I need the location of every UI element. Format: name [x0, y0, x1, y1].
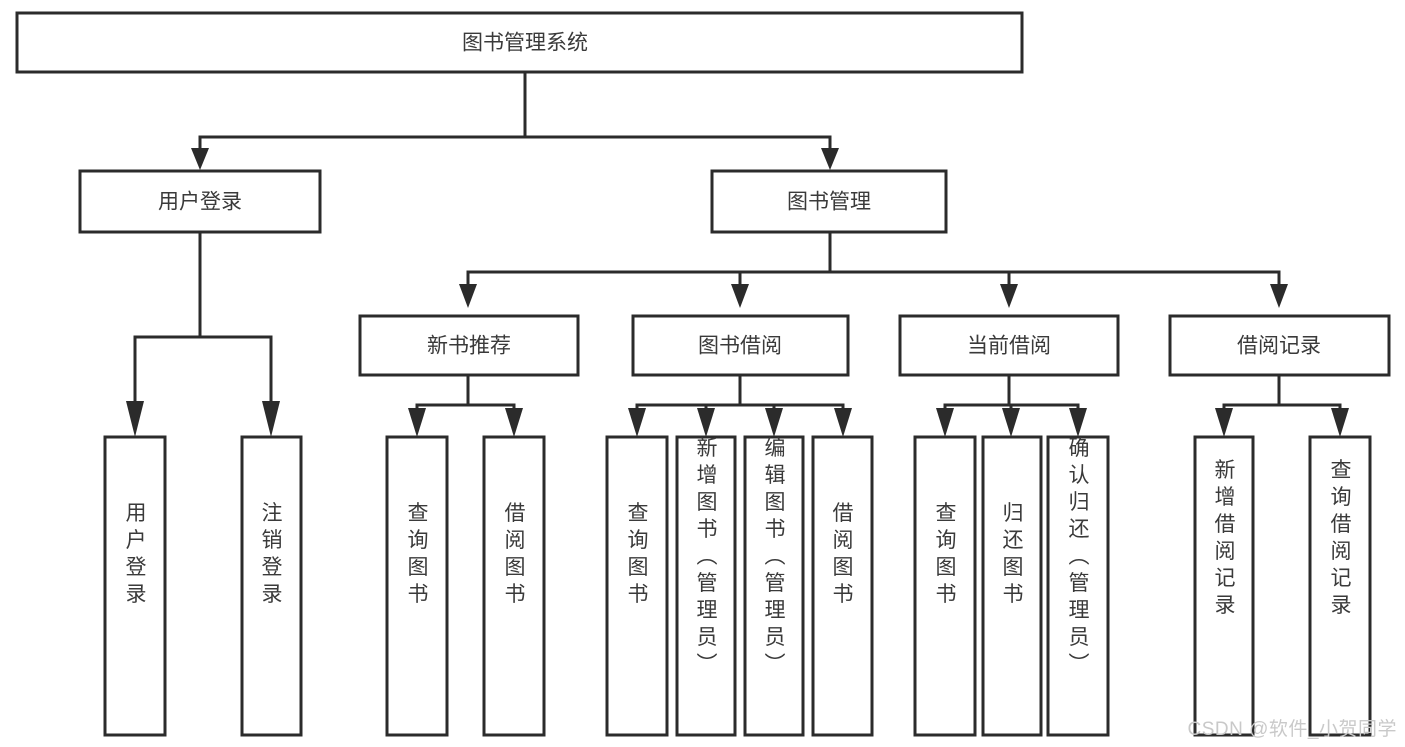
arrow-to-leaf-borrow-2-icon — [834, 408, 852, 437]
node-leaf-return-book[interactable]: 归还图书 — [981, 435, 1043, 737]
arrow-to-leaf-confirm-return-icon — [1069, 408, 1087, 437]
node-leaf-query-book-2-box[interactable] — [605, 435, 669, 737]
arrow-to-leaf-add-book-icon — [697, 408, 715, 437]
node-leaf-borrow-book-2-label: 借阅图书 — [833, 502, 854, 606]
arrow-to-leaf-borrow-1-icon — [505, 408, 523, 437]
node-root[interactable]: 图书管理系统 — [15, 11, 1024, 74]
edges-newbook-to-leaves — [408, 373, 523, 437]
node-book-management-box[interactable] — [710, 169, 948, 234]
arrow-to-leaf-edit-book-icon — [765, 408, 783, 437]
node-leaf-add-borrow-record-box[interactable] — [1193, 435, 1255, 737]
arrow-to-leaf-add-record-icon — [1215, 408, 1233, 437]
node-leaf-query-book-3-label: 查询图书 — [936, 502, 957, 606]
node-root-box[interactable] — [15, 11, 1024, 74]
node-leaf-borrow-book-2-box[interactable] — [811, 435, 874, 737]
node-leaf-add-book[interactable]: 新增图书︵管理员︶ — [675, 435, 737, 737]
arrow-to-user-login-icon — [191, 148, 209, 170]
edges-borrowrecord-to-leaves — [1215, 373, 1349, 437]
node-leaf-user-login-label: 用户登录 — [126, 502, 147, 606]
node-leaf-query-book-2-label: 查询图书 — [628, 502, 649, 606]
arrow-to-book-management-icon — [821, 148, 839, 170]
arrow-to-leaf-query-record-icon — [1331, 408, 1349, 437]
node-book-borrow-box[interactable] — [631, 314, 850, 377]
node-borrow-record[interactable]: 借阅记录 — [1168, 314, 1391, 377]
arrow-to-leaf-query-3-icon — [936, 408, 954, 437]
node-root-label: 图书管理系统 — [462, 32, 588, 55]
arrow-to-leaf-logout-icon — [262, 401, 280, 437]
node-new-book-recommend-label: 新书推荐 — [427, 335, 511, 358]
node-borrow-record-box[interactable] — [1168, 314, 1391, 377]
node-leaf-query-book-1-box[interactable] — [385, 435, 449, 737]
node-leaf-confirm-return-label: 确认归还︵管理员︶ — [1069, 437, 1090, 676]
node-leaf-borrow-book-2[interactable]: 借阅图书 — [811, 435, 874, 737]
node-user-login-label: 用户登录 — [158, 191, 242, 214]
arrow-to-leaf-query-2-icon — [628, 408, 646, 437]
node-current-borrow[interactable]: 当前借阅 — [898, 314, 1120, 377]
edges-bookborrow-to-leaves — [628, 373, 852, 437]
arrow-to-borrow-record-icon — [1270, 284, 1288, 308]
node-leaf-confirm-return-box[interactable] — [1046, 435, 1110, 737]
arrow-to-book-borrow-icon — [731, 284, 749, 308]
arrow-to-leaf-query-1-icon — [408, 408, 426, 437]
edges-bookmgmt-to-level2 — [459, 230, 1288, 308]
node-leaf-query-book-3-box[interactable] — [913, 435, 977, 737]
node-leaf-borrow-book-1-label: 借阅图书 — [505, 502, 526, 606]
edges-userlogin-to-leaves — [126, 230, 280, 437]
node-new-book-recommend[interactable]: 新书推荐 — [358, 314, 580, 377]
node-new-book-recommend-box[interactable] — [358, 314, 580, 377]
arrow-to-leaf-user-login-icon — [126, 401, 144, 437]
node-leaf-confirm-return[interactable]: 确认归还︵管理员︶ — [1046, 435, 1110, 737]
node-leaf-user-login-box[interactable] — [103, 435, 167, 737]
node-user-login-box[interactable] — [78, 169, 322, 234]
arrow-to-current-borrow-icon — [1000, 284, 1018, 308]
edges-currentborrow-to-leaves — [936, 373, 1087, 437]
node-leaf-edit-book-box[interactable] — [743, 435, 805, 737]
node-leaf-query-book-2[interactable]: 查询图书 — [605, 435, 669, 737]
node-leaf-query-book-1[interactable]: 查询图书 — [385, 435, 449, 737]
node-leaf-logout-login-box[interactable] — [240, 435, 303, 737]
node-book-borrow[interactable]: 图书借阅 — [631, 314, 850, 377]
node-leaf-edit-book-label: 编辑图书︵管理员︶ — [765, 437, 786, 676]
node-leaf-logout-login[interactable]: 注销登录 — [240, 435, 303, 737]
node-leaf-add-book-box[interactable] — [675, 435, 737, 737]
node-leaf-borrow-book-1[interactable]: 借阅图书 — [482, 435, 546, 737]
node-leaf-edit-book[interactable]: 编辑图书︵管理员︶ — [743, 435, 805, 737]
edges-root-to-level1 — [191, 70, 839, 170]
node-borrow-record-label: 借阅记录 — [1237, 335, 1321, 358]
node-leaf-return-book-label: 归还图书 — [1003, 502, 1024, 606]
node-leaf-add-book-label: 新增图书︵管理员︶ — [697, 437, 718, 676]
node-book-management-label: 图书管理 — [787, 191, 871, 214]
node-user-login[interactable]: 用户登录 — [78, 169, 322, 234]
node-leaf-add-borrow-record[interactable]: 新增借阅记录 — [1193, 435, 1255, 737]
node-leaf-user-login[interactable]: 用户登录 — [103, 435, 167, 737]
node-leaf-query-borrow-record-label: 查询借阅记录 — [1331, 459, 1352, 617]
node-leaf-query-book-1-label: 查询图书 — [408, 502, 429, 606]
arrow-to-new-book-icon — [459, 284, 477, 308]
node-leaf-logout-login-label: 注销登录 — [262, 502, 283, 606]
node-leaf-return-book-box[interactable] — [981, 435, 1043, 737]
node-leaf-add-borrow-record-label: 新增借阅记录 — [1215, 459, 1236, 617]
node-leaf-borrow-book-1-box[interactable] — [482, 435, 546, 737]
node-leaf-query-borrow-record-box[interactable] — [1308, 435, 1372, 737]
node-current-borrow-label: 当前借阅 — [967, 335, 1051, 358]
node-leaf-query-borrow-record[interactable]: 查询借阅记录 — [1308, 435, 1372, 737]
arrow-to-leaf-return-book-icon — [1002, 408, 1020, 437]
node-book-management[interactable]: 图书管理 — [710, 169, 948, 234]
node-book-borrow-label: 图书借阅 — [698, 335, 782, 358]
node-leaf-query-book-3[interactable]: 查询图书 — [913, 435, 977, 737]
node-current-borrow-box[interactable] — [898, 314, 1120, 377]
